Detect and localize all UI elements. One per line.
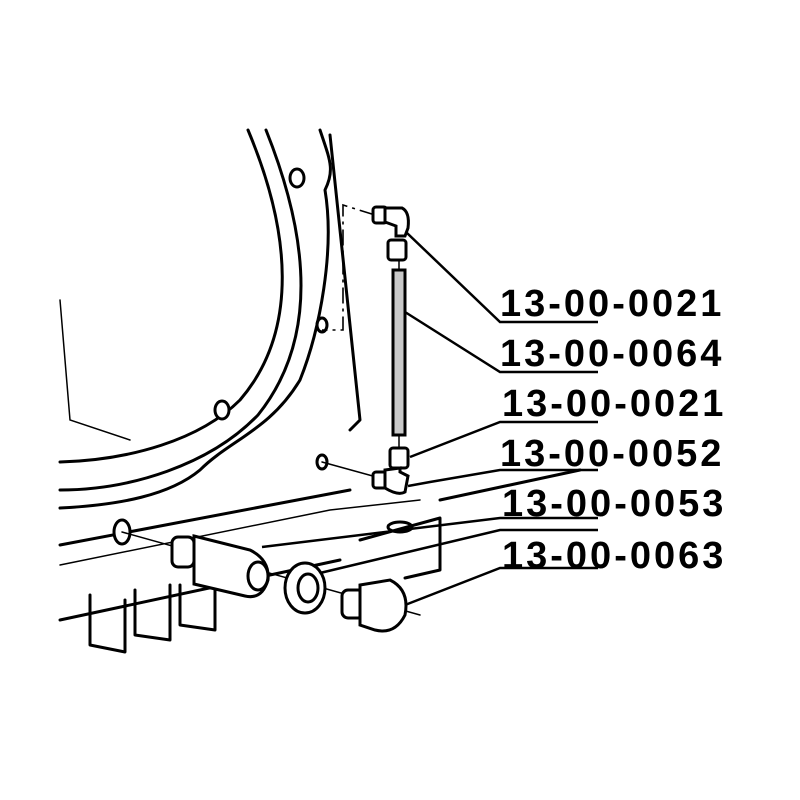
tube xyxy=(391,268,407,437)
drain-plug xyxy=(340,578,408,633)
center-lines xyxy=(121,203,421,616)
callout-label-2: 13-00-0064 xyxy=(500,333,725,375)
upper-elbow-fitting xyxy=(371,205,410,262)
adapter-fitting xyxy=(170,534,270,599)
lower-elbow-fitting xyxy=(371,446,410,495)
callout-label-1: 13-00-0021 xyxy=(500,283,725,325)
callout-label-5: 13-00-0053 xyxy=(502,483,727,525)
callout-label-6: 13-00-0063 xyxy=(502,535,727,577)
sealing-washer xyxy=(283,561,327,615)
callout-label-4: 13-00-0052 xyxy=(500,433,725,475)
callout-label-3: 13-00-0021 xyxy=(502,383,727,425)
leader-lines xyxy=(261,232,598,607)
